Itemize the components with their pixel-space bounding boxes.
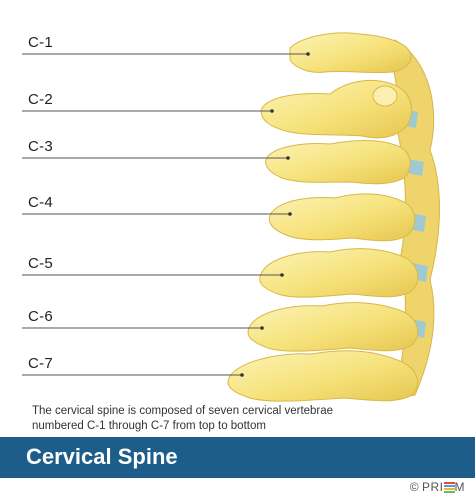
vertebra-c5 bbox=[259, 248, 419, 298]
label-c5: C-5 bbox=[28, 255, 54, 272]
label-c2: C-2 bbox=[28, 91, 54, 108]
label-c3: C-3 bbox=[28, 138, 54, 155]
copyright-notice: © PRI M bbox=[410, 480, 465, 494]
banner-title: Cervical Spine bbox=[26, 444, 178, 469]
label-c6: C-6 bbox=[28, 308, 54, 325]
vertebra-c3 bbox=[265, 140, 411, 185]
caption-line-2: numbered C-1 through C-7 from top to bot… bbox=[32, 420, 266, 432]
caption-line-1: The cervical spine is composed of seven … bbox=[32, 405, 334, 417]
vertebra-c4 bbox=[268, 193, 416, 242]
vertebra-c7 bbox=[227, 350, 418, 402]
label-c7: C-7 bbox=[28, 355, 54, 372]
c2-dens bbox=[372, 85, 398, 107]
brand-name-end: M bbox=[454, 480, 465, 494]
label-c4: C-4 bbox=[28, 194, 54, 211]
copyright-symbol: © bbox=[409, 480, 419, 494]
leader-dots bbox=[240, 52, 310, 377]
title-banner: Cervical Spine bbox=[0, 437, 475, 478]
leader-lines bbox=[22, 53, 308, 376]
vertebra-c1 bbox=[289, 32, 412, 74]
cervical-spine-illustration bbox=[22, 32, 440, 402]
brand-e-logo-icon bbox=[443, 482, 455, 493]
label-c1: C-1 bbox=[28, 34, 54, 51]
caption: The cervical spine is composed of seven … bbox=[32, 404, 452, 434]
brand-name-start: PRI bbox=[421, 480, 444, 494]
vertebra-c6 bbox=[247, 302, 419, 352]
